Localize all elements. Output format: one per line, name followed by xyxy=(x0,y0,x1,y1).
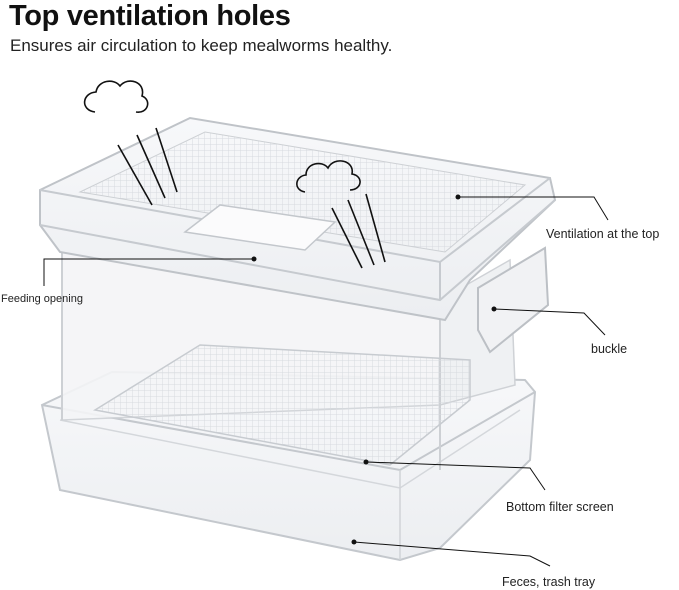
callout-feeding-opening: Feeding opening xyxy=(1,293,83,305)
page-title: Top ventilation holes xyxy=(9,0,291,32)
airflow-lines-icon xyxy=(117,127,178,206)
leader-ventilation xyxy=(458,196,609,221)
cloud-icon xyxy=(83,80,149,113)
callout-buckle: buckle xyxy=(591,342,628,356)
leader-feeding xyxy=(43,258,254,286)
feeding-opening xyxy=(183,204,337,251)
callout-filter-screen: Bottom filter screen xyxy=(506,500,614,514)
airflow-lines-icon xyxy=(331,193,386,269)
page-subtitle: Ensures air circulation to keep mealworm… xyxy=(10,36,393,55)
leader-filter xyxy=(365,461,546,491)
leader-buckle xyxy=(493,308,606,336)
callout-trash-tray: Feces, trash tray xyxy=(502,575,596,589)
callout-ventilation: Ventilation at the top xyxy=(546,227,660,241)
cloud-icon xyxy=(296,160,361,193)
leader-tray xyxy=(353,541,551,567)
buckle xyxy=(477,246,550,354)
filter-screen xyxy=(92,344,471,466)
